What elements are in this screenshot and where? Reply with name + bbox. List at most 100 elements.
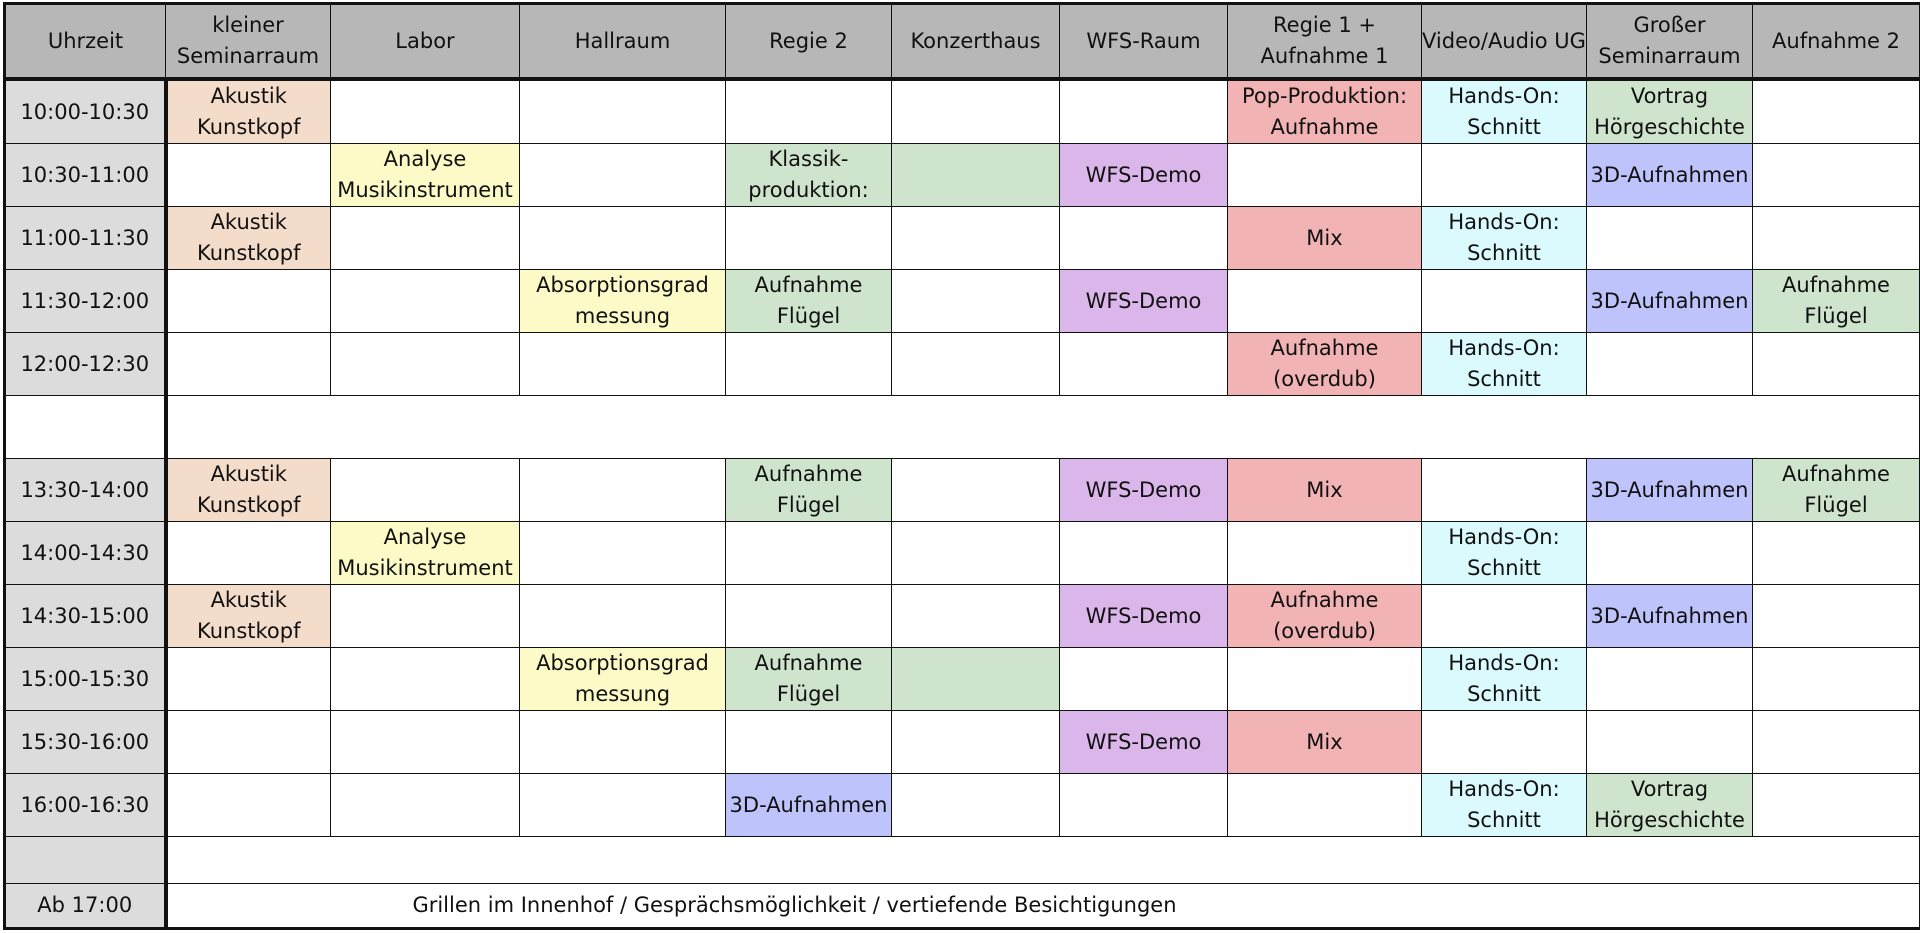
session-cell: Vortrag Hörgeschichte [1586, 773, 1753, 837]
time-cell: 16:00-16:30 [4, 773, 168, 837]
session-cell: WFS-Demo [1059, 269, 1228, 333]
empty-cell [165, 143, 331, 207]
empty-cell [1421, 458, 1587, 522]
empty-cell [519, 710, 726, 774]
empty-cell [1586, 710, 1753, 774]
column-header-room: Regie 2 [725, 3, 892, 81]
empty-cell [519, 584, 726, 648]
empty-cell [1752, 332, 1920, 396]
time-cell: 10:00-10:30 [4, 78, 168, 144]
empty-cell [891, 143, 1060, 207]
empty-cell [519, 143, 726, 207]
empty-cell [725, 710, 892, 774]
break-row [4, 395, 1920, 459]
session-cell: Klassik-produktion: [725, 143, 892, 207]
empty-cell [1586, 647, 1753, 711]
session-cell: Hands-On: Schnitt [1421, 647, 1587, 711]
session-cell: Aufnahme (overdub) [1227, 332, 1422, 396]
empty-cell [1059, 206, 1228, 270]
column-header-room: Regie 1 + Aufnahme 1 [1227, 3, 1422, 81]
session-cell: Akustik Kunstkopf [165, 584, 331, 648]
break-cell [165, 395, 1920, 459]
empty-cell [891, 584, 1060, 648]
session-cell: Hands-On: Schnitt [1421, 78, 1587, 144]
time-cell: 12:00-12:30 [4, 332, 168, 396]
evening-program: Grillen im Innenhof / Gesprächsmöglichke… [165, 883, 1422, 929]
empty-cell [519, 206, 726, 270]
empty-cell [1752, 773, 1920, 837]
empty-cell [330, 710, 520, 774]
empty-cell [1059, 647, 1228, 711]
empty-cell [1227, 521, 1422, 585]
empty-cell [1227, 143, 1422, 207]
session-cell: 3D-Aufnahmen [1586, 584, 1753, 648]
empty-cell [1586, 521, 1753, 585]
column-header-room: Konzerthaus [891, 3, 1060, 81]
session-cell: 3D-Aufnahmen [1586, 269, 1753, 333]
column-header-room: Aufnahme 2 [1752, 3, 1920, 81]
empty-cell [330, 584, 520, 648]
empty-cell [891, 269, 1060, 333]
empty-cell [165, 269, 331, 333]
column-header-room: kleiner Seminarraum [165, 3, 331, 81]
column-header-time: Uhrzeit [4, 3, 166, 81]
empty-cell [165, 647, 331, 711]
empty-cell [165, 521, 331, 585]
empty-cell [891, 458, 1060, 522]
time-cell: 14:00-14:30 [4, 521, 168, 585]
session-cell: Mix [1227, 710, 1422, 774]
empty-cell [1752, 78, 1920, 144]
empty-cell [1752, 647, 1920, 711]
empty-cell [1421, 269, 1587, 333]
time-cell: 11:00-11:30 [4, 206, 168, 270]
empty-cell [519, 521, 726, 585]
empty-cell [330, 78, 520, 144]
session-cell: Absorptionsgrad messung [519, 269, 726, 333]
empty-cell [1227, 773, 1422, 837]
empty-cell [1752, 584, 1920, 648]
session-cell: WFS-Demo [1059, 584, 1228, 648]
empty-cell [725, 332, 892, 396]
evening-filler [1421, 883, 1920, 929]
break-cell [165, 836, 1920, 884]
column-header-room: WFS-Raum [1059, 3, 1228, 81]
session-cell: WFS-Demo [1059, 143, 1228, 207]
empty-cell [519, 78, 726, 144]
empty-cell [1421, 584, 1587, 648]
empty-cell [1752, 710, 1920, 774]
empty-cell [519, 773, 726, 837]
time-cell: 14:30-15:00 [4, 584, 168, 648]
empty-cell [1059, 521, 1228, 585]
session-cell: Hands-On: Schnitt [1421, 773, 1587, 837]
empty-cell [725, 521, 892, 585]
empty-cell [1752, 521, 1920, 585]
column-header-room: Video/Audio UG [1421, 3, 1587, 81]
empty-cell [891, 78, 1060, 144]
empty-cell [1227, 647, 1422, 711]
session-cell: Akustik Kunstkopf [165, 78, 331, 144]
empty-cell [891, 521, 1060, 585]
empty-cell [725, 78, 892, 144]
time-cell: Ab 17:00 [4, 883, 168, 929]
empty-cell [725, 584, 892, 648]
session-cell: Aufnahme Flügel [725, 269, 892, 333]
time-cell: 13:30-14:00 [4, 458, 168, 522]
session-cell: Akustik Kunstkopf [165, 206, 331, 270]
session-cell: WFS-Demo [1059, 458, 1228, 522]
empty-cell [519, 332, 726, 396]
session-cell: 3D-Aufnahmen [1586, 458, 1753, 522]
empty-cell [165, 773, 331, 837]
session-cell: Aufnahme Flügel [1752, 458, 1920, 522]
empty-cell [1059, 773, 1228, 837]
session-cell: Mix [1227, 206, 1422, 270]
